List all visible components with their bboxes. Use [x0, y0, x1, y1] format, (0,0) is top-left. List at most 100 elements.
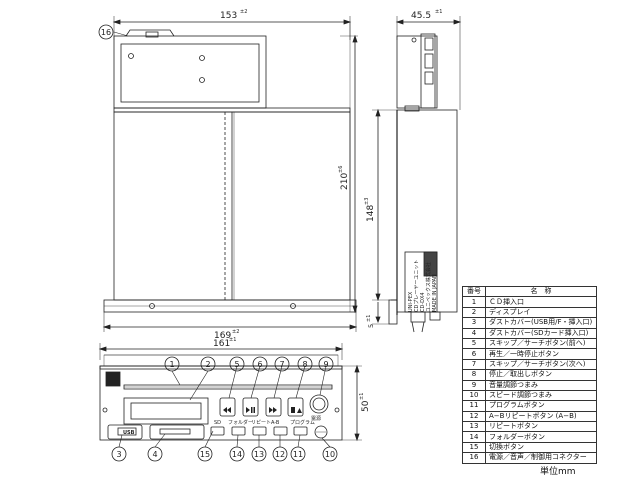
- callout-13: 13: [254, 450, 264, 459]
- side-label: UNI-PEX CDプレーヤーユニット CD-DX4 ユニペックス株式会社 MA…: [408, 260, 438, 312]
- dim-front-width: 161: [213, 339, 230, 349]
- dim-base-width-tol: ±2: [232, 329, 239, 335]
- dim-side-depth-tol: ±1: [435, 9, 442, 15]
- dim-side-depth: 45.5: [411, 11, 431, 21]
- part-number: 9: [462, 379, 486, 391]
- top-view: [102, 16, 358, 332]
- part-number: 3: [462, 317, 486, 329]
- sd-label: SD: [214, 420, 221, 426]
- ab-label: A-B: [271, 420, 280, 426]
- stop-eject-icon: [291, 407, 302, 413]
- folder-label: フォルダー: [228, 419, 253, 426]
- callout-11: 11: [293, 450, 303, 459]
- part-number: 5: [462, 337, 486, 350]
- callout-3: 3: [116, 450, 121, 459]
- skip-back-icon: [223, 407, 231, 413]
- power-label: 電源: [311, 415, 321, 422]
- part-name: フォルダーボタン: [485, 431, 597, 443]
- program-label: プログラム: [290, 419, 315, 426]
- part-name: 切換ボタン: [485, 441, 597, 454]
- callout-10: 10: [325, 450, 335, 459]
- part-number: 8: [462, 369, 486, 381]
- dim-total-height-tol: ±6: [338, 166, 344, 173]
- side-label-line-3: CD-DX4: [420, 292, 426, 312]
- side-view: [372, 16, 462, 333]
- side-label-line-5: MADE IN JAPAN: [432, 274, 438, 312]
- dim-total-height: 210: [340, 173, 350, 190]
- part-name: ＣＤ挿入口: [485, 296, 597, 308]
- part-number: 13: [462, 421, 486, 433]
- dim-base-width: 169: [214, 331, 231, 341]
- callout-15: 15: [200, 450, 210, 459]
- dim-top-width-tol: ±2: [240, 9, 247, 15]
- part-number: 14: [462, 431, 486, 443]
- part-number: 11: [462, 400, 486, 412]
- dim-front-height: 50: [361, 400, 371, 412]
- part-name: ディスプレイ: [485, 306, 597, 319]
- part-name: 停止／取出しボタン: [485, 369, 597, 381]
- header-name: 名 称: [485, 285, 597, 298]
- part-name: スピード調節つまみ: [485, 389, 597, 402]
- part-number: 1: [462, 296, 486, 308]
- dim-front-height-tol: ±1: [359, 393, 365, 400]
- front-panel-labels: USB フォルダー リピート A-B プログラム SD 電源: [123, 415, 321, 436]
- usb-label: USB: [123, 430, 135, 436]
- side-label-line-2: CDプレーヤーユニット: [414, 260, 420, 312]
- part-number: 2: [462, 306, 486, 319]
- part-name: 音量調節つまみ: [485, 379, 597, 391]
- callout-1: 1: [169, 360, 174, 369]
- part-name: プログラムボタン: [485, 400, 597, 412]
- unit-note: 単位mm: [540, 467, 576, 477]
- part-name: 再生／一時停止ボタン: [485, 348, 597, 360]
- skip-forward-icon: [269, 407, 277, 413]
- dim-top-width: 153: [220, 11, 237, 21]
- transport-icons: [223, 407, 302, 413]
- side-label-line-4: ユニペックス株式会社: [425, 262, 432, 312]
- header-num: 番号: [462, 285, 486, 298]
- dim-foot: 5: [367, 324, 375, 328]
- callout-12: 12: [275, 450, 285, 459]
- part-number: 15: [462, 441, 486, 454]
- part-name: A−Bリピートボタン (A−B): [485, 410, 597, 423]
- dim-front-width-tol: ±1: [229, 337, 236, 343]
- callout-6: 6: [257, 360, 262, 369]
- callout-circles: [98, 24, 338, 462]
- part-number: 6: [462, 348, 486, 360]
- play-pause-icon: [246, 407, 255, 413]
- dim-foot-tol: ±1: [366, 315, 372, 322]
- part-number: 12: [462, 410, 486, 423]
- callout-9: 9: [323, 360, 328, 369]
- part-number: 10: [462, 389, 486, 402]
- callout-8: 8: [302, 360, 307, 369]
- side-label-line-1: UNI-PEX: [408, 291, 414, 312]
- callout-numbers: 1 2 3 4 5 6 7 8 9 10 11 12 13 14 15 16: [101, 28, 335, 459]
- callout-2: 2: [205, 360, 210, 369]
- callout-4: 4: [152, 450, 157, 459]
- part-number: 7: [462, 358, 486, 371]
- part-number: 16: [462, 452, 486, 464]
- callout-14: 14: [232, 450, 242, 459]
- part-name: スキップ／サーチボタン(前へ): [485, 337, 597, 350]
- callout-16: 16: [101, 28, 111, 37]
- part-name: ダストカバー(SDカード挿入口): [485, 327, 597, 339]
- part-name: 電源／音声／制御用コネクター: [485, 452, 597, 464]
- part-number: 4: [462, 327, 486, 339]
- dim-body-height: 148: [366, 205, 376, 222]
- callout-7: 7: [279, 360, 284, 369]
- front-view: [98, 343, 362, 442]
